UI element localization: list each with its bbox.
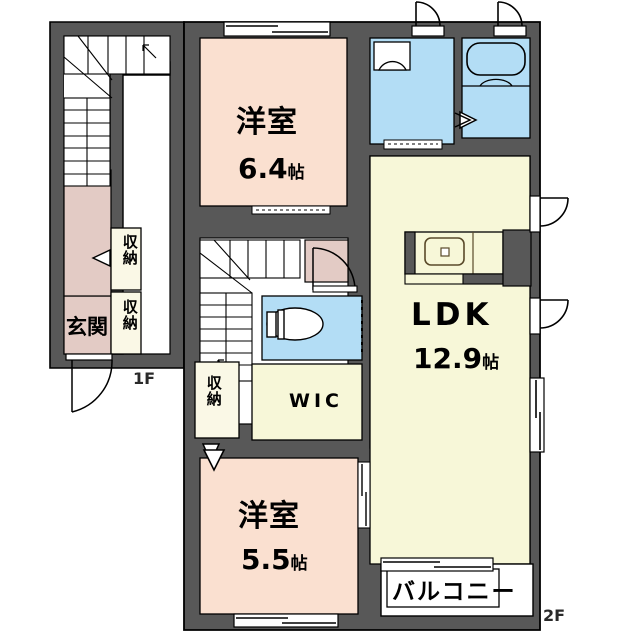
floor-2f-group [183,21,541,631]
bath-door-arrow-icon [459,110,478,130]
bedroom-north-size-value: 6.4 [238,152,288,185]
label-balcony: バルコニー [392,579,517,605]
wall-kitchen-stub [502,229,532,287]
window-washroom-top [411,1,445,37]
window-ldk-right [529,377,545,453]
bedroom-south-size-unit: 帖 [290,554,308,574]
toilet-fixture [266,307,324,341]
window-bath-top [493,1,527,37]
room-wic [251,363,363,441]
room-label-ldk-name: LDK [411,297,493,333]
label-genkan: 玄関 [66,315,108,339]
room-label-bedroom-north-size: 6.4帖 [238,155,305,183]
room-label-bedroom-south-name: 洋室 [238,499,300,534]
bath-door-arrow-icon-2 [454,112,472,128]
label-storage-1f-lower: 収納 [120,299,139,331]
ldk-size-value: 12.9 [413,342,483,375]
bedroom-south-closet-arrow-icon [202,449,226,472]
room-bedroom-north [199,37,348,207]
label-wic: WIC [289,390,343,412]
door-entrance [65,353,113,413]
hall-landing [304,239,349,283]
storage-1f-lower [110,291,142,355]
bedroom-north-size-unit: 帖 [287,163,305,183]
bathtub [466,42,526,76]
room-label-ldk-size: 12.9帖 [413,345,499,373]
openings-group [223,1,569,628]
window-bedroom-north-top [223,21,331,37]
ldk-size-unit: 帖 [482,353,500,373]
wash-basin [373,41,411,71]
window-ldk-balcony [380,557,494,572]
genkan-floor [63,295,112,355]
vent-bedroom-north-bottom [251,205,331,215]
hall-1f-floor [63,169,112,297]
storage-2f-hall [194,361,240,439]
window-bedroom-south-right [357,461,371,529]
label-storage-2f-hall: 収納 [204,375,223,407]
kitchen-sink [404,231,504,285]
ldk-fill [370,156,530,564]
door-ldk-upper-right [529,195,569,233]
storage-door-arrow-icon [91,248,111,268]
floor-1f-group [49,21,185,413]
staircase-2f [199,239,301,382]
floor-tag-2f: 2F [543,606,566,625]
door-ldk-lower-right [529,297,569,335]
bedroom-south-size-value: 5.5 [241,543,291,576]
storage-1f-upper [110,227,142,291]
balcony-inner [386,568,500,608]
window-washroom-bottom [383,139,443,150]
room-label-bedroom-south-size: 5.5帖 [241,546,308,574]
door-hall-to-ldk [312,247,358,293]
staircase-1f [63,35,171,187]
floor-tag-1f: 1F [133,369,156,388]
label-storage-1f-upper: 収納 [120,234,139,266]
room-bedroom-south [199,457,359,615]
bath-drain-curve [479,78,513,87]
room-label-bedroom-north-name: 洋室 [236,105,298,140]
window-bedroom-south-bottom [233,613,339,628]
